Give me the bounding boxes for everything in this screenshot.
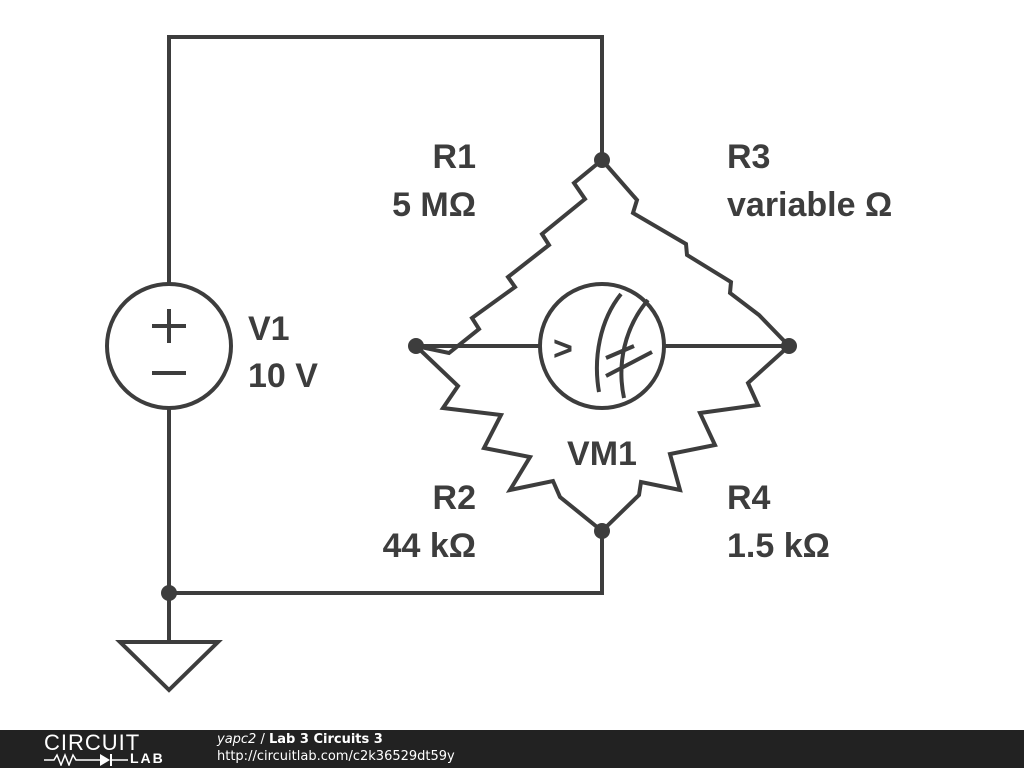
resistor-r1[interactable]	[415, 158, 604, 356]
wire-bottom	[167, 408, 604, 595]
schematic-canvas: > R1 5 MΩ R3 variable Ω V1 10 V VM1 R2 4…	[105, 35, 892, 693]
meter-needle-1	[605, 344, 635, 360]
label-v1-name: V1	[248, 310, 290, 348]
footer-bar: CIRCUIT LAB yapc2 / Lab 3 Circuits 3 htt…	[0, 730, 1024, 768]
wire-top	[167, 35, 604, 283]
label-r1-name: R1	[433, 138, 476, 176]
voltage-source-v1[interactable]	[105, 282, 233, 410]
node-bottom	[594, 523, 610, 539]
voltage-source-body	[105, 282, 233, 410]
author-link[interactable]: yapc2	[217, 732, 257, 747]
resistor-r3[interactable]	[600, 158, 791, 348]
logo-text-top: CIRCUIT	[44, 730, 141, 755]
meter-symbol: >	[553, 330, 573, 368]
label-r1-value: 5 MΩ	[392, 186, 476, 224]
ground-symbol	[115, 640, 223, 693]
circuit-title: Lab 3 Circuits 3	[269, 732, 383, 747]
logo-text-bottom: LAB	[130, 750, 165, 766]
logo-resistor-diode-icon	[44, 752, 128, 766]
title-separator: /	[256, 732, 269, 747]
label-r4-value: 1.5 kΩ	[727, 527, 830, 565]
node-left	[408, 338, 424, 354]
label-r4-name: R4	[727, 479, 771, 517]
circuit-url[interactable]: http://circuitlab.com/c2k36529dt59y	[217, 749, 455, 764]
node-top	[594, 152, 610, 168]
resistor-r2[interactable]	[414, 344, 604, 533]
label-r3-value: variable Ω	[727, 186, 892, 224]
label-r2-name: R2	[433, 479, 476, 517]
voltmeter-vm1[interactable]	[538, 282, 666, 410]
circuit-title-line: yapc2 / Lab 3 Circuits 3	[217, 731, 455, 748]
label-r2-value: 44 kΩ	[383, 527, 476, 565]
meter-arc-1	[595, 292, 623, 393]
label-vm1-name: VM1	[567, 435, 637, 473]
meter-arc-2	[619, 298, 650, 399]
schematic-svg: > R1 5 MΩ R3 variable Ω V1 10 V VM1 R2 4…	[105, 35, 892, 693]
node-ground	[161, 585, 177, 601]
meter-needle-2	[605, 350, 653, 378]
resistor-r4[interactable]	[600, 344, 791, 533]
voltmeter-body	[538, 282, 666, 410]
circuitlab-logo[interactable]: CIRCUIT LAB	[44, 732, 176, 766]
label-r3-name: R3	[727, 138, 770, 176]
node-right	[781, 338, 797, 354]
label-v1-value: 10 V	[248, 357, 318, 395]
circuit-meta: yapc2 / Lab 3 Circuits 3 http://circuitl…	[217, 731, 455, 765]
